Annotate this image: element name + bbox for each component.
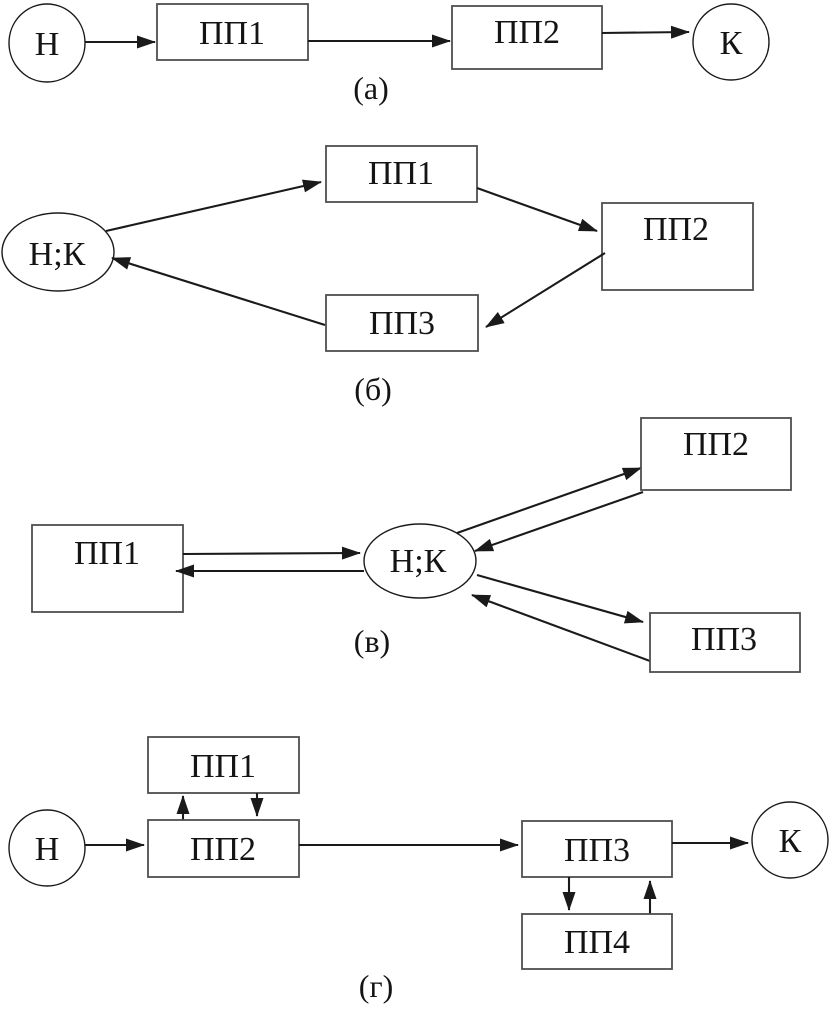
process-box-pp4 <box>521 913 673 970</box>
caption-c: (в) <box>354 623 390 659</box>
edge-pp2-to-hk <box>474 491 644 552</box>
process-box-pp3 <box>521 820 673 878</box>
edge-hk-to-pp2 <box>456 467 642 534</box>
process-box-pp3-label: ПП3 <box>369 305 435 342</box>
process-box-pp2-label: ПП2 <box>190 831 256 868</box>
caption-b: (б) <box>354 371 392 407</box>
end-terminal-label: К <box>779 823 802 860</box>
diagram-c: ПП1 Н;К ПП2 ПП3 (в) <box>31 417 801 673</box>
process-box-pp1-label: ПП1 <box>368 155 434 192</box>
start-terminal-label: Н <box>35 26 60 63</box>
start-end-terminal <box>363 523 477 599</box>
start-terminal-label: Н <box>35 831 60 868</box>
process-box-pp2 <box>147 819 300 878</box>
process-box-pp1 <box>31 524 184 613</box>
caption-d: (г) <box>359 968 393 1004</box>
process-box-pp1 <box>147 736 300 794</box>
process-box-pp2 <box>451 5 603 70</box>
process-box-pp2 <box>640 417 792 491</box>
process-box-pp2 <box>601 202 754 291</box>
process-box-pp3 <box>649 612 801 673</box>
start-end-terminal-label: Н;К <box>390 543 447 580</box>
edge-pp3-to-hk <box>111 256 326 327</box>
caption-a: (а) <box>353 70 389 106</box>
process-box-pp3-label: ПП3 <box>564 832 630 869</box>
process-box-pp4-label: ПП4 <box>564 924 630 961</box>
edge-pp2-to-end <box>601 25 690 39</box>
process-box-pp1 <box>156 3 309 61</box>
process-box-pp1-label: ПП1 <box>190 748 256 785</box>
end-terminal <box>692 3 770 81</box>
edge-hk-to-pp1 <box>105 179 322 233</box>
edge-pp2-to-pp3 <box>485 252 606 328</box>
process-box-pp3-label: ПП3 <box>691 621 757 658</box>
process-box-pp2-label: ПП2 <box>494 14 560 51</box>
diagram-b: Н;К ПП1 ПП2 ПП3 (б) <box>1 145 754 407</box>
diagram-a: Н ПП1 ПП2 К (а) <box>8 3 770 106</box>
edge-pp3-to-hk <box>471 594 651 662</box>
edge-pp1-to-pp2 <box>476 187 598 232</box>
start-terminal <box>8 809 86 887</box>
process-box-pp1-label: ПП1 <box>74 535 140 572</box>
process-box-pp2-label: ПП2 <box>643 211 709 248</box>
edge-hk-to-pp3 <box>476 573 644 624</box>
process-box-pp2-label: ПП2 <box>683 426 749 463</box>
start-end-terminal <box>1 212 115 292</box>
process-box-pp3 <box>325 294 479 352</box>
edge-pp1-to-hk <box>182 546 361 560</box>
end-terminal-label: К <box>720 25 743 62</box>
process-box-pp1-label: ПП1 <box>199 15 265 52</box>
end-terminal <box>751 801 829 879</box>
diagram-d: Н ПП1 ПП2 ПП3 ПП4 К (г) <box>8 736 829 1004</box>
process-box-pp1 <box>325 145 478 203</box>
start-end-terminal-label: Н;К <box>29 236 86 273</box>
